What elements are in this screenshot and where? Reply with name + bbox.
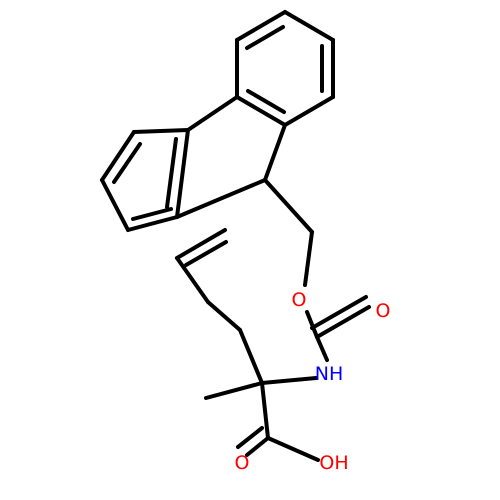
bond-ring1-1-inner: [245, 25, 285, 50]
bond-layer: [100, 10, 371, 462]
bond-cooh-o-2: [236, 426, 264, 449]
bond-chain-3: [238, 328, 264, 385]
bond-ring2-3: [100, 178, 130, 232]
bond-nh-calpha: [260, 376, 318, 385]
bond-ring2-5-inner: [165, 137, 178, 209]
bond-co-2: [310, 295, 368, 330]
bond-ring1-1: [235, 10, 287, 42]
atom-label-hydroxyl: OH: [319, 452, 348, 474]
bond-ring2-2-inner: [112, 142, 142, 184]
bond-ring1-5-inner: [246, 89, 286, 114]
bond-ring2-5: [175, 128, 190, 219]
atom-label-layer: O O NH O OH: [235, 289, 391, 474]
bond-vinyl-1: [175, 228, 227, 260]
bond-co-1: [315, 305, 371, 339]
bond-chain-1: [175, 256, 210, 304]
bond-ring1-2: [283, 10, 335, 42]
bond-ch2: [263, 178, 314, 234]
bond-methyl: [204, 381, 264, 400]
bond-five-3: [175, 178, 267, 219]
atom-label-ester-oxygen: O: [292, 289, 307, 311]
atom-label-acid-carbonyl-oxygen: O: [235, 452, 250, 474]
bond-ring1-5: [235, 95, 287, 127]
bond-ring2-4: [126, 215, 179, 232]
bond-ring1-4: [283, 95, 335, 127]
atom-label-carbonyl-oxygen: O: [376, 300, 391, 322]
bond-chain-2: [206, 300, 242, 332]
bond-c-nh: [315, 335, 329, 362]
bond-ring2-1: [132, 128, 190, 134]
bond-calpha-cooh: [260, 381, 270, 440]
bond-cooh-oh: [266, 436, 320, 462]
bond-cooh-o-1: [245, 436, 270, 457]
bond-vinyl-2: [184, 240, 228, 267]
atom-label-amine: NH: [315, 363, 344, 385]
bond-five-2: [263, 123, 287, 182]
bond-ring2-4-inner: [131, 207, 173, 221]
bond-five-1: [186, 95, 239, 132]
bond-o-c: [305, 310, 319, 339]
bond-ch2-o: [303, 230, 314, 287]
bond-ring2-2: [100, 130, 136, 182]
